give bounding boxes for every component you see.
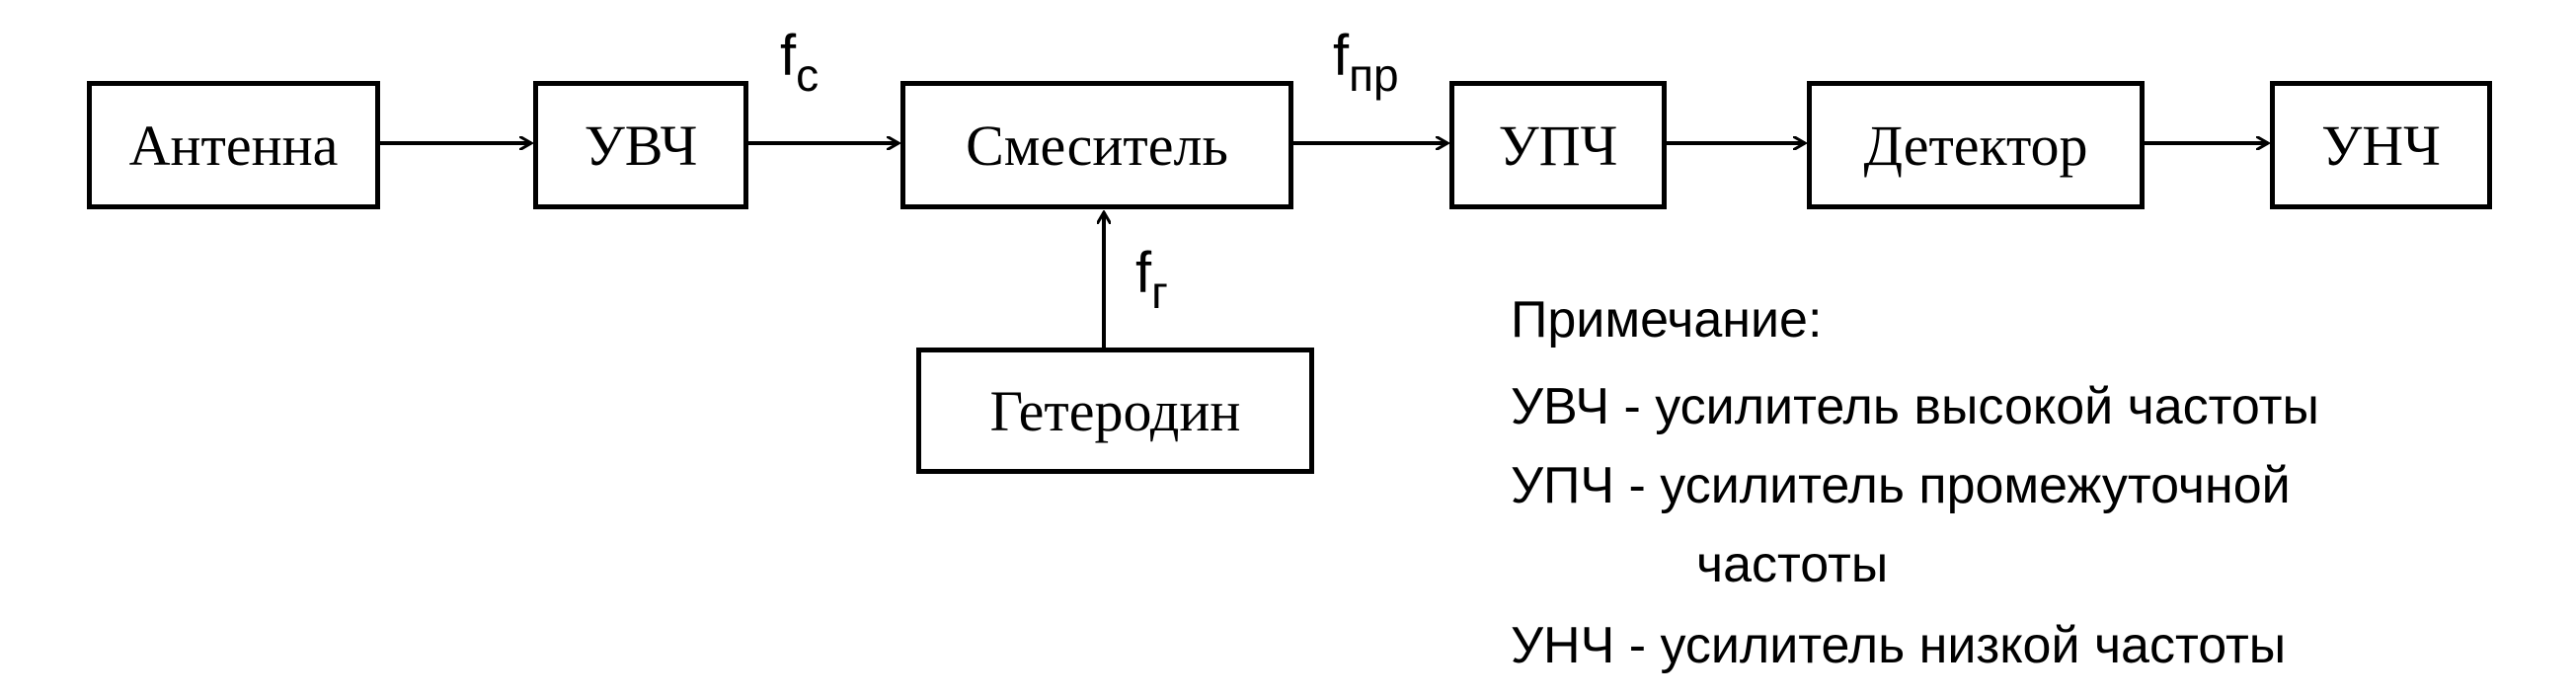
rf-amplifier-block: УВЧ [533,81,748,209]
mixer-label: Смеситель [966,113,1228,178]
signal-fc-label: fc [780,24,820,102]
if-amplifier-block: УПЧ [1449,81,1667,209]
af-amplifier-block: УНЧ [2270,81,2492,209]
signal-fpr-label: fпр [1333,24,1399,102]
oscillator-block: Гетеродин [916,348,1314,474]
note-line-rf-amp: УВЧ - усилитель высокой частоты [1511,378,2319,435]
note-line-af-amp: УНЧ - усилитель низкой частоты [1511,617,2287,674]
af-amplifier-label: УНЧ [2321,113,2441,178]
if-amplifier-label: УПЧ [1498,113,1618,178]
antenna-block: Антенна [87,81,380,209]
antenna-label: Антенна [128,113,339,178]
detector-block: Детектор [1807,81,2145,209]
signal-fg-label: fг [1135,241,1168,319]
note-title: Примечание: [1511,291,1823,349]
oscillator-label: Гетеродин [989,378,1241,443]
note-line-if-amp: УПЧ - усилитель промежуточной [1511,457,2291,514]
mixer-block: Смеситель [900,81,1293,209]
detector-label: Детектор [1863,113,2088,178]
rf-amplifier-label: УВЧ [584,113,698,178]
note-line-if-amp-cont: частоты [1696,536,1889,593]
